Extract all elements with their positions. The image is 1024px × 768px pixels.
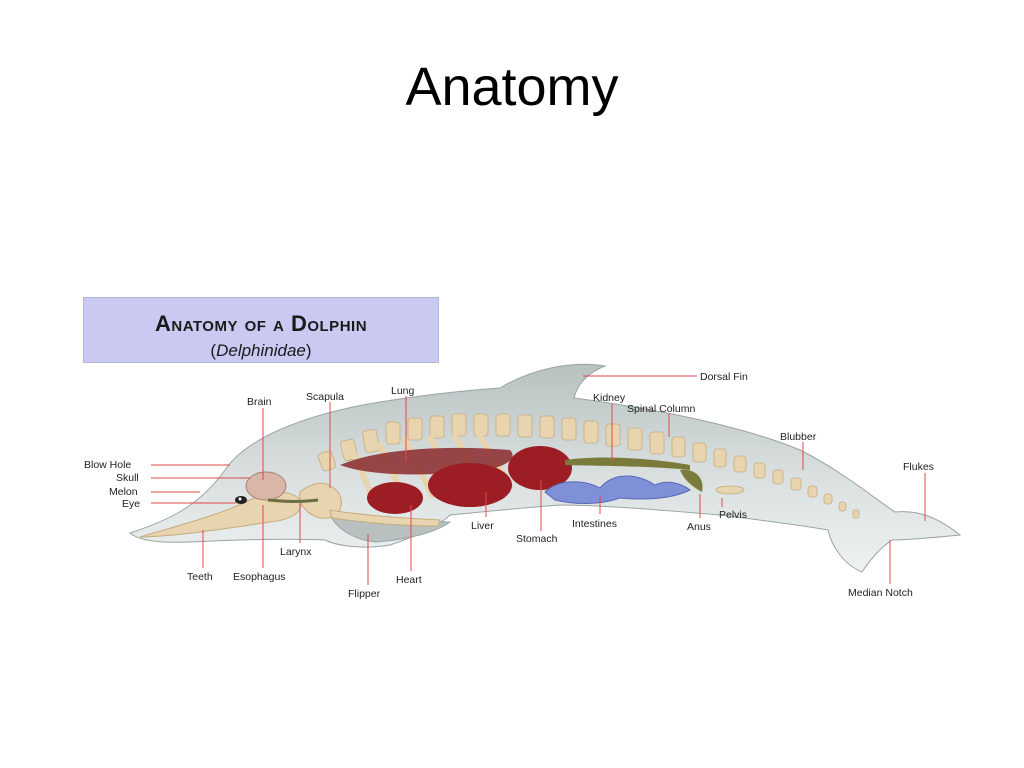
kidney-shape [565, 457, 690, 470]
pelvis-bone [715, 485, 745, 495]
anus-shape [680, 469, 703, 492]
label-pelvis: Pelvis [719, 509, 747, 521]
label-flipper: Flipper [348, 588, 381, 600]
spinal-column [317, 413, 860, 519]
label-lung: Lung [391, 385, 415, 397]
stomach-shape [508, 446, 572, 490]
figure-subtitle-text: Delphinidae [216, 341, 306, 360]
label-skull: Skull [116, 472, 139, 484]
label-eye: Eye [122, 498, 140, 510]
leader-lines [151, 375, 926, 585]
figure-title-box: Anatomy of a Dolphin (Delphinidae) [83, 297, 439, 363]
label-melon: Melon [109, 486, 138, 498]
slide-title: Anatomy [405, 57, 619, 117]
label-stomach: Stomach [516, 533, 558, 545]
labels: Dorsal Fin Kidney Spinal Column Lung Sca… [84, 371, 934, 600]
intestine-shape [544, 475, 691, 505]
figure-subtitle: (Delphinidae) [210, 341, 312, 360]
label-blow-hole: Blow Hole [84, 459, 131, 471]
label-larynx: Larynx [280, 546, 312, 558]
flipper-bones [329, 509, 441, 527]
label-heart: Heart [396, 574, 422, 586]
label-anus: Anus [687, 521, 711, 533]
heart-shape [367, 482, 423, 514]
label-spinal-column: Spinal Column [627, 403, 695, 415]
label-teeth: Teeth [187, 571, 213, 583]
label-dorsal-fin: Dorsal Fin [700, 371, 748, 383]
esophagus-shape [267, 498, 319, 503]
label-esophagus: Esophagus [233, 571, 286, 583]
brain-shape [245, 471, 287, 501]
label-intestines: Intestines [572, 518, 617, 530]
label-kidney: Kidney [593, 392, 626, 404]
label-scapula: Scapula [306, 391, 344, 403]
label-median-notch: Median Notch [848, 587, 913, 599]
label-liver: Liver [471, 520, 494, 532]
liver-shape [428, 463, 512, 507]
label-flukes: Flukes [903, 461, 934, 473]
label-blubber: Blubber [780, 431, 817, 443]
figure-title: Anatomy of a Dolphin [154, 311, 368, 336]
label-brain: Brain [247, 396, 272, 408]
